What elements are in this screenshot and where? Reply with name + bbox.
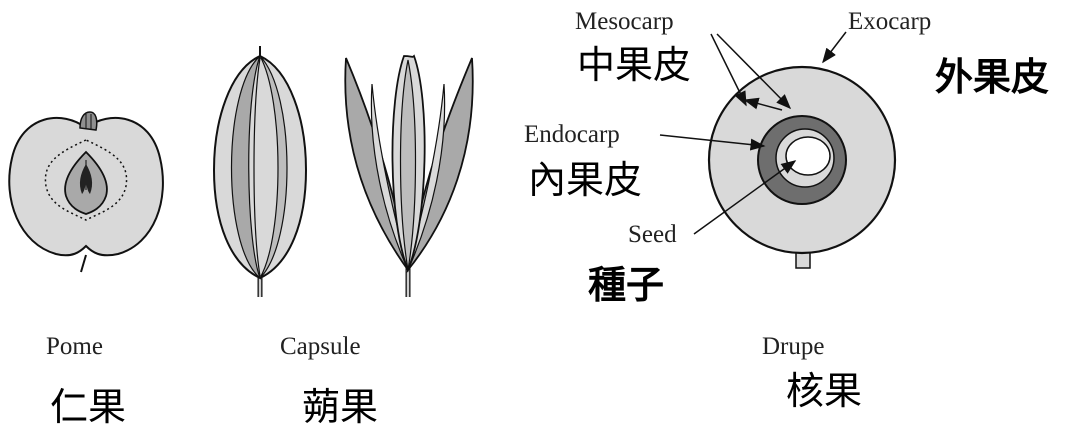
capsule-open-illustration — [345, 56, 472, 297]
pome-illustration — [9, 112, 163, 272]
endocarp-label-zh: 內果皮 — [528, 158, 642, 202]
mesocarp-label-zh: 中果皮 — [577, 43, 691, 87]
capsule-label-en: Capsule — [280, 333, 361, 360]
drupe-label-zh: 核果 — [786, 369, 862, 413]
drupe-label-en: Drupe — [762, 333, 824, 360]
pome-label-en: Pome — [46, 333, 103, 360]
exocarp-label-en: Exocarp — [848, 8, 931, 35]
pome-label-zh: 仁果 — [50, 385, 126, 429]
seed-label-zh: 種子 — [588, 263, 664, 307]
exocarp-label-zh: 外果皮 — [935, 55, 1049, 99]
endocarp-label-en: Endocarp — [524, 121, 620, 148]
mesocarp-label-en: Mesocarp — [575, 8, 674, 35]
drupe-illustration — [709, 67, 895, 268]
seed-label-en: Seed — [628, 221, 677, 248]
capsule-label-zh: 蒴果 — [302, 385, 378, 429]
exocarp-leader — [823, 32, 846, 62]
capsule-closed-illustration — [214, 46, 306, 297]
